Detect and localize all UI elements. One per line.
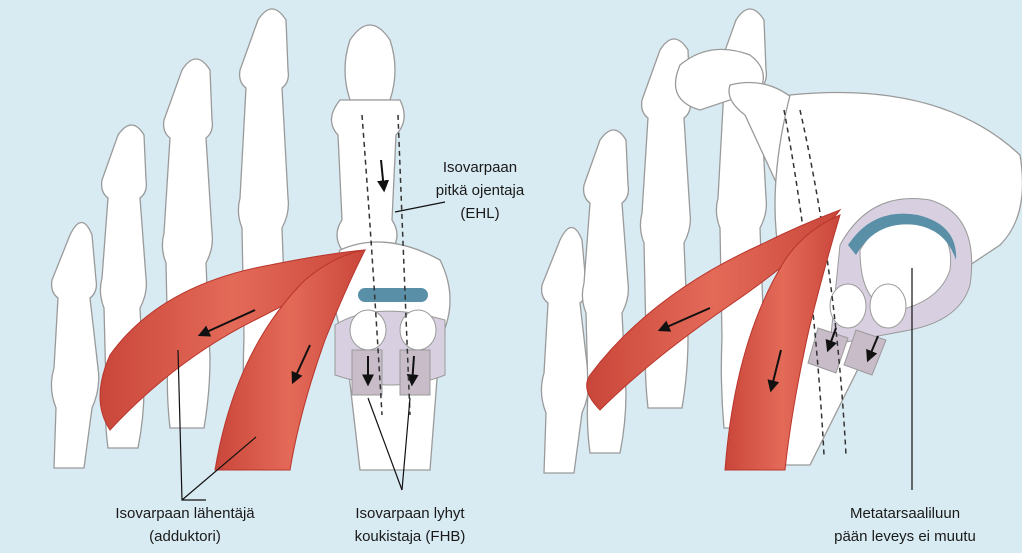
lateral-sesamoid-right [870, 284, 906, 328]
mtp-cartilage-left [358, 288, 428, 302]
ehl-label-line2: pitkä ojentaja [436, 182, 525, 199]
adductor-label-line2: (adduktori) [149, 528, 221, 545]
big-toe-proximal-phalanx [331, 100, 404, 250]
fhb-tendon-lateral-left [400, 350, 430, 395]
big-toe-distal-phalanx [345, 25, 395, 100]
fhb-label-line1: Isovarpaan lyhyt [355, 505, 465, 522]
ehl-label-line3: (EHL) [460, 205, 499, 222]
adductor-label-line1: Isovarpaan lähentäjä [115, 505, 255, 522]
metatarsal-label-line1: Metatarsaaliluun [850, 505, 960, 522]
fhb-label-line2: koukistaja (FHB) [355, 528, 466, 545]
medial-sesamoid-left [350, 310, 386, 350]
ehl-label-line1: Isovarpaan [443, 159, 517, 176]
metatarsal-label-line2: pään leveys ei muutu [834, 528, 976, 545]
medial-sesamoid-right [830, 284, 866, 328]
